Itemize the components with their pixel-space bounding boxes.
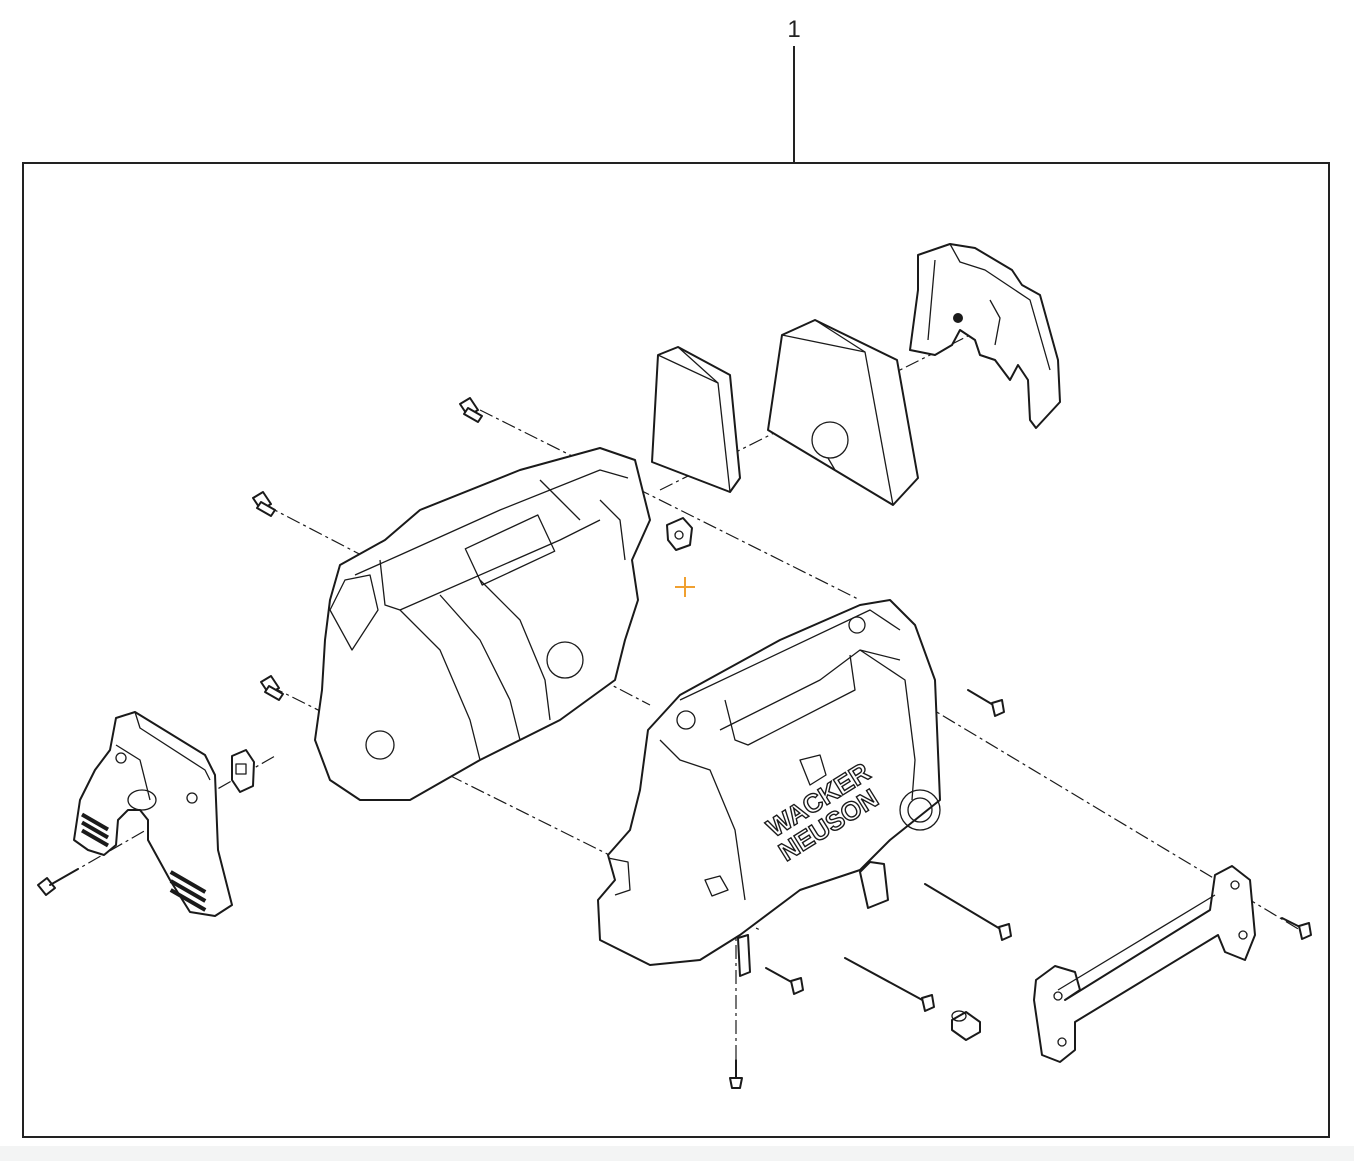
screw[interactable] xyxy=(459,397,483,423)
callout-number[interactable]: 1 xyxy=(787,16,801,43)
screw[interactable] xyxy=(844,957,935,1012)
screw[interactable] xyxy=(924,883,1012,941)
top-cover-part[interactable] xyxy=(909,243,1061,429)
spacer-sleeve[interactable] xyxy=(951,1010,981,1041)
cursor-crosshair-icon xyxy=(674,576,696,598)
screw[interactable] xyxy=(729,1059,743,1089)
mounting-tab[interactable] xyxy=(666,517,693,551)
foam-block-large[interactable] xyxy=(767,319,919,506)
screw[interactable] xyxy=(765,967,804,995)
screw[interactable] xyxy=(252,491,276,517)
screw[interactable] xyxy=(260,675,284,701)
assembly-frame xyxy=(22,162,1330,1138)
handle-bar[interactable] xyxy=(1033,865,1256,1063)
clip-part[interactable] xyxy=(231,749,255,793)
foam-block-small[interactable] xyxy=(651,346,741,493)
left-cover-part[interactable] xyxy=(73,711,233,917)
front-housing[interactable]: WACKER NEUSON xyxy=(597,599,941,977)
screw[interactable] xyxy=(37,868,79,896)
rear-housing[interactable] xyxy=(314,447,651,801)
screws[interactable] xyxy=(37,397,1312,1089)
screw[interactable] xyxy=(967,689,1005,717)
callout-leader-line xyxy=(793,46,795,164)
screw[interactable] xyxy=(1281,917,1312,940)
